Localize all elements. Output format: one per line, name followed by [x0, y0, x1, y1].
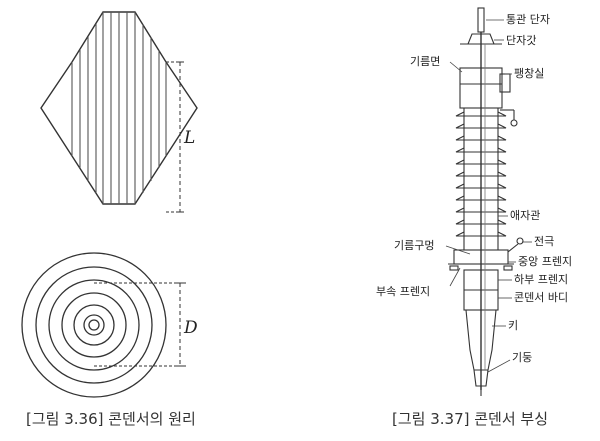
dimension-L	[166, 61, 186, 213]
label-column: 기둥	[512, 351, 533, 364]
dimension-D-label: D	[184, 318, 198, 338]
dimension-L-label: L	[184, 128, 196, 148]
left-figure-caption: [그림 3.36] 콘덴서의 원리	[26, 410, 196, 428]
label-expansion-chamber: 팽창실	[514, 67, 545, 80]
dimension-D	[94, 282, 186, 367]
condenser-principle-figure: L D [그림 3.36] 콘덴서의 원리	[21, 11, 198, 428]
label-center-flange: 중앙 프렌지	[518, 255, 573, 268]
label-terminal: 통관 단자	[506, 13, 550, 26]
label-terminal-cap: 단자갓	[506, 34, 537, 47]
label-key: 키	[508, 319, 519, 332]
condenser-foil-lines	[71, 12, 167, 204]
condenser-principle-drawing	[21, 11, 198, 398]
label-attached-flange: 부속 프렌지	[376, 285, 431, 298]
label-oil-hole: 기름구멍	[394, 239, 435, 252]
condenser-bushing-drawing	[445, 7, 532, 396]
label-porcelain-tube: 애자관	[510, 209, 541, 222]
label-electrode: 전극	[534, 235, 555, 248]
concentric-circles	[21, 252, 167, 398]
label-lower-flange: 하부 프렌지	[514, 273, 569, 286]
right-figure-caption: [그림 3.37] 콘덴서 부싱	[392, 410, 549, 428]
condenser-bushing-figure: 통관 단자 단자갓 기름면 팽창실 애자관 기름구멍 전극 중앙 프렌지 부속 …	[300, 0, 600, 441]
terminal-rod	[477, 7, 485, 33]
label-condenser-body: 콘덴서 바디	[514, 291, 569, 304]
label-oil-level: 기름면	[410, 55, 441, 68]
